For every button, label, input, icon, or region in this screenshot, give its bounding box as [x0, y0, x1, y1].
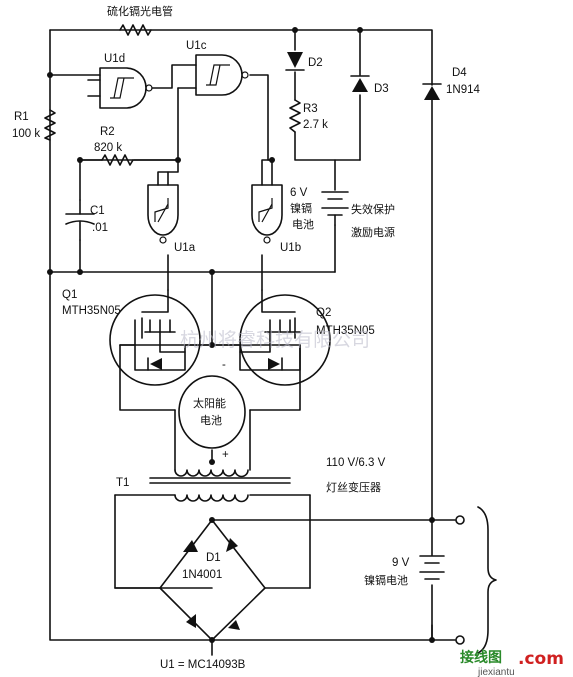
site-logo-text: 接线图: [460, 649, 502, 666]
gate-u1c: [195, 54, 249, 96]
mosfet-q1: [109, 289, 213, 386]
transformer-desc: 灯丝变压器: [326, 480, 381, 494]
solar-cell-minus: -: [222, 359, 226, 371]
mosfet-q1-part: MTH35N05: [62, 305, 121, 317]
output-terminals: [455, 506, 497, 654]
mosfet-q2-part: MTH35N05: [316, 325, 375, 337]
site-logo-domain: .com: [518, 649, 564, 669]
r2-value: 820 k: [94, 142, 122, 154]
c1-label: C1: [90, 205, 105, 217]
transformer-label: T1: [116, 477, 129, 489]
site-logo: 接线图 .com jiexiantu: [460, 649, 564, 677]
gate-u1a-label: U1a: [174, 242, 196, 254]
failsafe-line2: 激励电源: [351, 225, 395, 239]
failsafe-line1: 失效保护: [351, 202, 395, 216]
gate-u1d-label: U1d: [104, 53, 125, 65]
diode-d2: [285, 52, 305, 71]
r1-label: R1: [14, 111, 29, 123]
diode-d3: [350, 75, 370, 92]
site-logo-sub: jiexiantu: [477, 667, 515, 677]
solar-cell-label-1: 太阳能: [193, 396, 226, 410]
solar-cell-plus: +: [222, 449, 229, 461]
battery-6v-voltage: 6 V: [290, 187, 308, 199]
diode-d2-label: D2: [308, 57, 323, 69]
r3-value: 2.7 k: [303, 119, 328, 131]
mosfet-q2-label: Q2: [316, 307, 331, 319]
r2-label: R2: [100, 126, 115, 138]
battery-6v: [321, 191, 349, 226]
r3-label: R3: [303, 103, 318, 115]
photocell-resistor: [119, 24, 152, 36]
battery-6v-type: 镍镉: [290, 201, 312, 215]
diode-d4: [422, 83, 442, 100]
photocell-label: 硫化镉光电管: [107, 4, 173, 18]
diode-d4-label: D4: [452, 67, 467, 79]
diode-d4-part: 1N914: [446, 84, 480, 96]
transformer-t1: [149, 469, 291, 503]
mosfet-q2: [211, 289, 331, 386]
gate-u1b: [251, 184, 283, 244]
gate-u1c-label: U1c: [186, 40, 207, 52]
solar-cell: [178, 375, 246, 449]
c1-value: .01: [92, 222, 108, 234]
r3-resistor: [289, 99, 301, 133]
c1-capacitor: [65, 199, 95, 241]
mosfet-q1-label: Q1: [62, 289, 77, 301]
r2-resistor: [101, 154, 134, 166]
gate-u1b-label: U1b: [280, 242, 301, 254]
battery-9v-label: 镍镉电池: [364, 573, 408, 587]
bridge-rectifier-d1: [159, 519, 266, 641]
diode-d1-label: D1: [206, 552, 221, 564]
battery-6v-label: 电池: [292, 218, 314, 231]
transformer-rating: 110 V/6.3 V: [326, 457, 386, 469]
diode-d3-label: D3: [374, 83, 389, 95]
r1-resistor: [44, 109, 56, 141]
gate-u1a: [147, 184, 179, 244]
diode-d1-part: 1N4001: [182, 569, 222, 581]
battery-9v: [419, 555, 445, 580]
gate-u1d: [87, 67, 153, 109]
solar-cell-label-2: 电池: [200, 414, 222, 427]
r1-value: 100 k: [12, 128, 40, 140]
wiring: [49, 29, 456, 656]
battery-9v-voltage: 9 V: [392, 557, 410, 569]
watermark: 杭州将睿科技有限公司: [180, 329, 370, 351]
ic-part-note: U1 = MC14093B: [160, 659, 246, 671]
